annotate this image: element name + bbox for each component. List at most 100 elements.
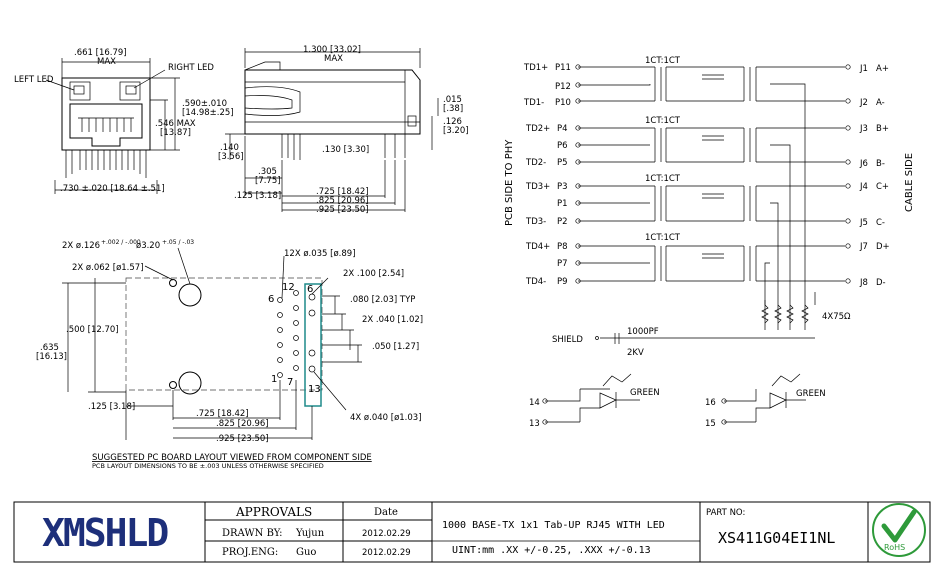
led2-diode-icon (769, 392, 787, 409)
dim-side-130: .130 [3.30] (322, 145, 369, 155)
ch1-jb: J2 (859, 98, 868, 108)
cap-label: 1000PF (627, 327, 659, 337)
side-body (244, 69, 421, 135)
dim-front-max: MAX (97, 57, 116, 67)
ch2-ct: P6 (557, 141, 568, 151)
ch2-ratio: 1CT:1CT (645, 116, 681, 126)
eng-date: 2012.02.29 (362, 548, 411, 558)
led1-color: GREEN (630, 388, 660, 398)
channel-1: TD1+ P11 P12 TD1- P10 1CT:1CT J1 A+ J2 A… (523, 56, 889, 330)
dim-side-126-mm: [3.20] (443, 126, 469, 136)
proj-eng-name: Guo (296, 547, 316, 558)
dim-front-height: .590±.010 (182, 99, 227, 109)
channel-4: TD4+ P8 P7 TD4- P9 1CT:1CT J7 D+ J8 D- (525, 233, 890, 330)
ch2-plus: TD2+ (525, 124, 550, 134)
dim-side-305-mm: [7.75] (255, 176, 281, 186)
part-no-label: PART NO: (706, 508, 745, 518)
ch3-ratio: 1CT:1CT (645, 174, 681, 184)
drawn-by-name: Yujun (295, 528, 325, 539)
dim-050-label: .050 [1.27] (372, 342, 419, 352)
ch3-minus: TD3- (525, 217, 546, 227)
ch4-pp: P8 (557, 242, 568, 252)
cap-voltage-label: 2KV (627, 348, 644, 358)
pcb-outline (125, 277, 323, 391)
side-view: 1.300 [33.02] MAX .015 [.38] .126 [3.20]… (225, 45, 469, 215)
led1-light-arrow-icon (602, 373, 632, 387)
pin-label-6: 6 (268, 294, 274, 305)
dim-front-bottom: .730 ±.020 [18.64 ±.51] (60, 184, 165, 194)
hole-large-tol: +.002 / -.000 (101, 239, 141, 246)
resistors-label: 4X75Ω (822, 312, 851, 322)
dim-side-length: 1.300 [33.02] (303, 45, 361, 55)
ch4-jb: J8 (859, 278, 868, 288)
pin-grid (277, 290, 316, 378)
ch4-jb-sig: D- (876, 278, 886, 288)
pitch-100-label: 2X .100 [2.54] (343, 269, 404, 279)
ch3-jb-sig: C- (876, 218, 885, 228)
pin-label-12: 12 (282, 282, 295, 293)
side-tab (244, 86, 301, 116)
pin-label-13: 13 (308, 384, 321, 395)
channel-2: TD2+ P4 P6 TD2- P5 1CT:1CT J3 B+ J6 B- (525, 116, 889, 330)
ch2-jb: J6 (859, 159, 868, 169)
ch4-ja: J7 (859, 242, 868, 252)
ch3-plus: TD3+ (525, 182, 550, 192)
dim-500-label: .500 [12.70] (66, 325, 119, 335)
dim-front-546-mm: [13.87] (160, 128, 191, 138)
rohs-check-icon (881, 509, 917, 543)
ch1-pp: P11 (555, 63, 571, 73)
dim-635-mm-label: [16.13] (36, 352, 67, 362)
dim-side-015-mm: [.38] (443, 104, 463, 114)
dim-040-label: 2X .040 [1.02] (362, 315, 423, 325)
dim-front-546: .546 MAX (155, 119, 196, 129)
ch3-pm: P2 (557, 217, 568, 227)
locator-hole-top (169, 279, 177, 287)
ch2-pm: P5 (557, 158, 568, 168)
pcb-caption-sub: PCB LAYOUT DIMENSIONS TO BE ±.003 UNLESS… (92, 462, 324, 470)
hole-large-mm-tol: +.05 / -.03 (162, 239, 194, 246)
right-led-window (119, 81, 141, 101)
ch1-ja-sig: A+ (876, 64, 889, 74)
dim-pcb-125: .125 [3.18] (88, 402, 135, 412)
ch1-pm: P10 (555, 98, 571, 108)
ch2-ja: J3 (859, 124, 868, 134)
dim-pcb-825: .825 [20.96] (216, 419, 269, 429)
led2-anode-pin: 16 (705, 398, 716, 408)
led-pin-highlight (304, 283, 322, 407)
left-led-label: LEFT LED (14, 75, 54, 85)
drawn-by-label: DRAWN BY: (222, 528, 282, 539)
mount-hole-bottom (178, 371, 202, 395)
rohs-label: RoHS (884, 543, 905, 552)
pcb-side-label: PCB SIDE TO PHY (504, 139, 515, 226)
dim-side-126: .126 (443, 117, 462, 127)
shield-label: SHIELD (552, 335, 583, 345)
company-logo: XMSHLD (42, 511, 168, 555)
ch4-ratio: 1CT:1CT (645, 233, 681, 243)
front-body (61, 77, 151, 151)
locator-hole-bottom (169, 381, 177, 389)
led2-cathode-pin: 15 (705, 419, 716, 429)
ch1-ratio: 1CT:1CT (645, 56, 681, 66)
led1-diode-icon (599, 392, 617, 409)
ch1-jb-sig: A- (876, 98, 885, 108)
ch1-minus: TD1- (523, 98, 544, 108)
ch4-ja-sig: D+ (876, 242, 890, 252)
ch4-plus: TD4+ (525, 242, 550, 252)
dim-front-width: .661 [16.79] (74, 48, 127, 58)
led-green-2: 16 15 GREEN (705, 373, 826, 429)
schematic: PCB SIDE TO PHY CABLE SIDE TD1+ P11 P12 … (504, 56, 915, 429)
pin-label-7: 7 (287, 377, 293, 388)
dim-side-125: .125 [3.18] (234, 191, 281, 201)
mount-hole-top (178, 283, 202, 307)
ch3-ja: J4 (859, 182, 868, 192)
dim-front-height-mm: [14.98±.25] (182, 108, 234, 118)
ch3-ja-sig: C+ (876, 182, 889, 192)
ch1-plus: TD1+ (523, 63, 548, 73)
rj45-opening (69, 103, 143, 147)
ch3-jb: J5 (859, 218, 868, 228)
dim-635-label: .635 (40, 343, 59, 353)
led1-cathode-pin: 13 (529, 419, 540, 429)
led2-color: GREEN (796, 389, 826, 399)
channel-3: TD3+ P3 P1 TD3- P2 1CT:1CT J4 C+ J5 C- (525, 174, 889, 330)
